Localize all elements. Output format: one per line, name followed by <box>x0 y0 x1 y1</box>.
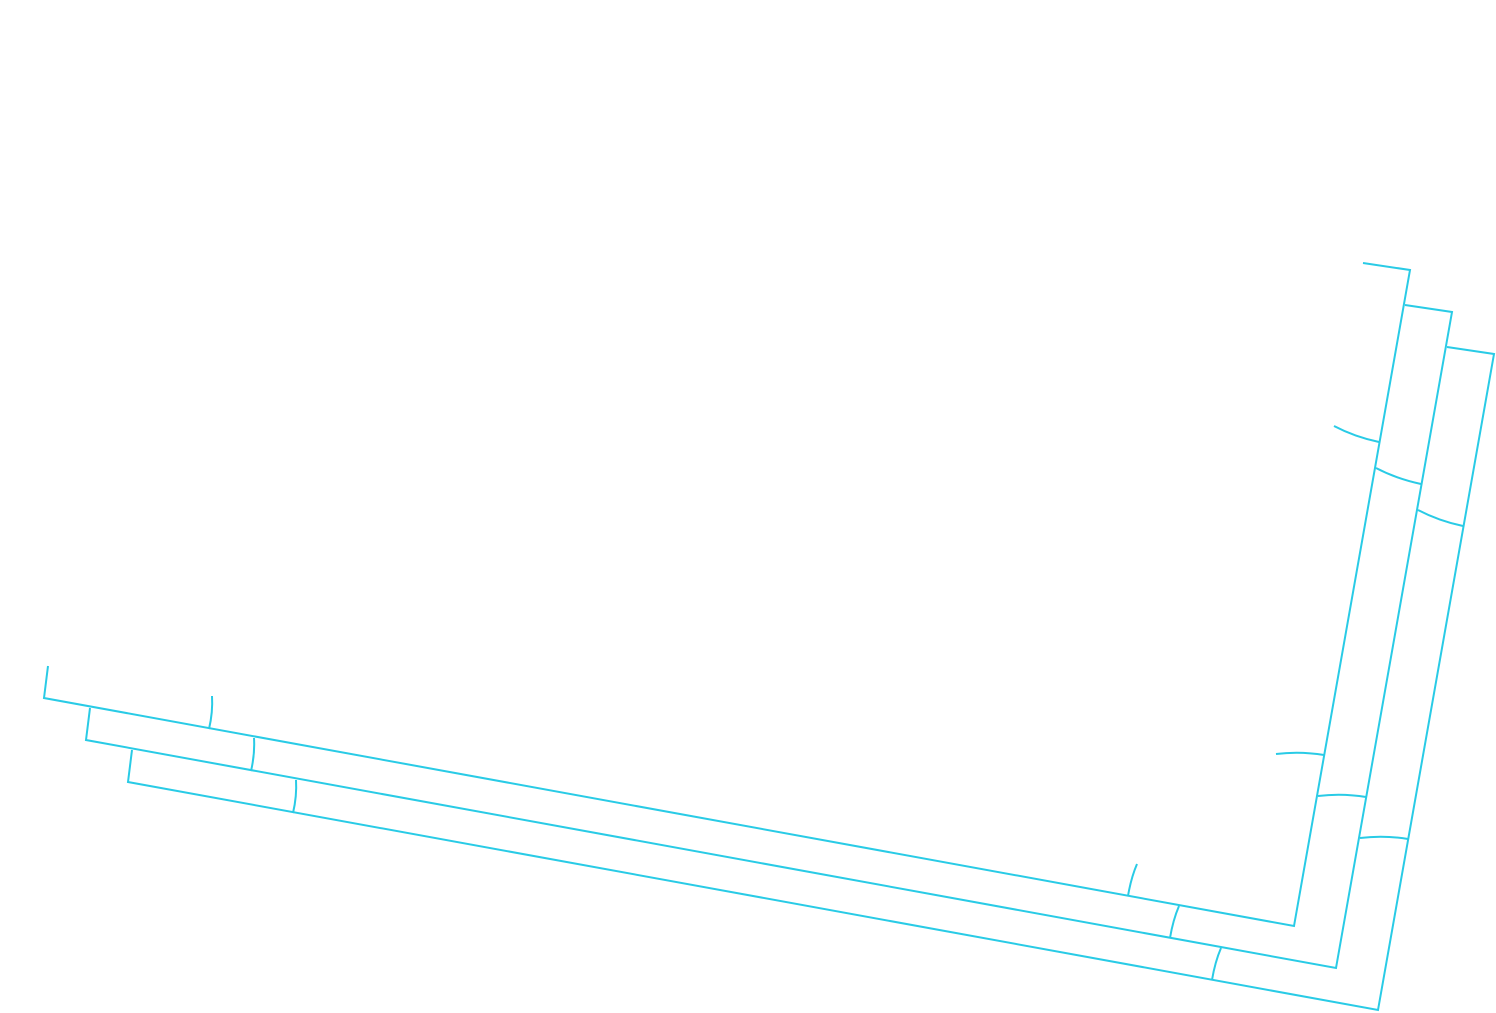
frames-group <box>42 262 1496 1012</box>
frame-1 <box>42 262 1412 928</box>
frame-3-arc-right-bottom <box>1359 835 1409 840</box>
frame-2-outline <box>84 304 1454 970</box>
frame-1-outline <box>42 262 1412 928</box>
frame-3-tick-bottom-right <box>1211 947 1222 981</box>
frame-3 <box>126 346 1496 1012</box>
frame-1-tick-bottom-right <box>1127 863 1138 897</box>
frame-2 <box>84 304 1454 970</box>
frame-3-arc-right-top <box>1417 509 1464 527</box>
frame-1-tick-bottom-left <box>208 695 214 730</box>
frame-2-arc-right-top <box>1375 467 1422 485</box>
frame-3-outline <box>126 346 1496 1012</box>
frame-2-tick-bottom-left <box>250 737 256 772</box>
frame-2-arc-right-bottom <box>1317 793 1367 798</box>
frame-1-arc-right-top <box>1333 425 1380 443</box>
frame-2-tick-bottom-right <box>1169 905 1180 939</box>
frame-3-tick-bottom-left <box>292 779 298 814</box>
frame-1-arc-right-bottom <box>1275 751 1325 756</box>
